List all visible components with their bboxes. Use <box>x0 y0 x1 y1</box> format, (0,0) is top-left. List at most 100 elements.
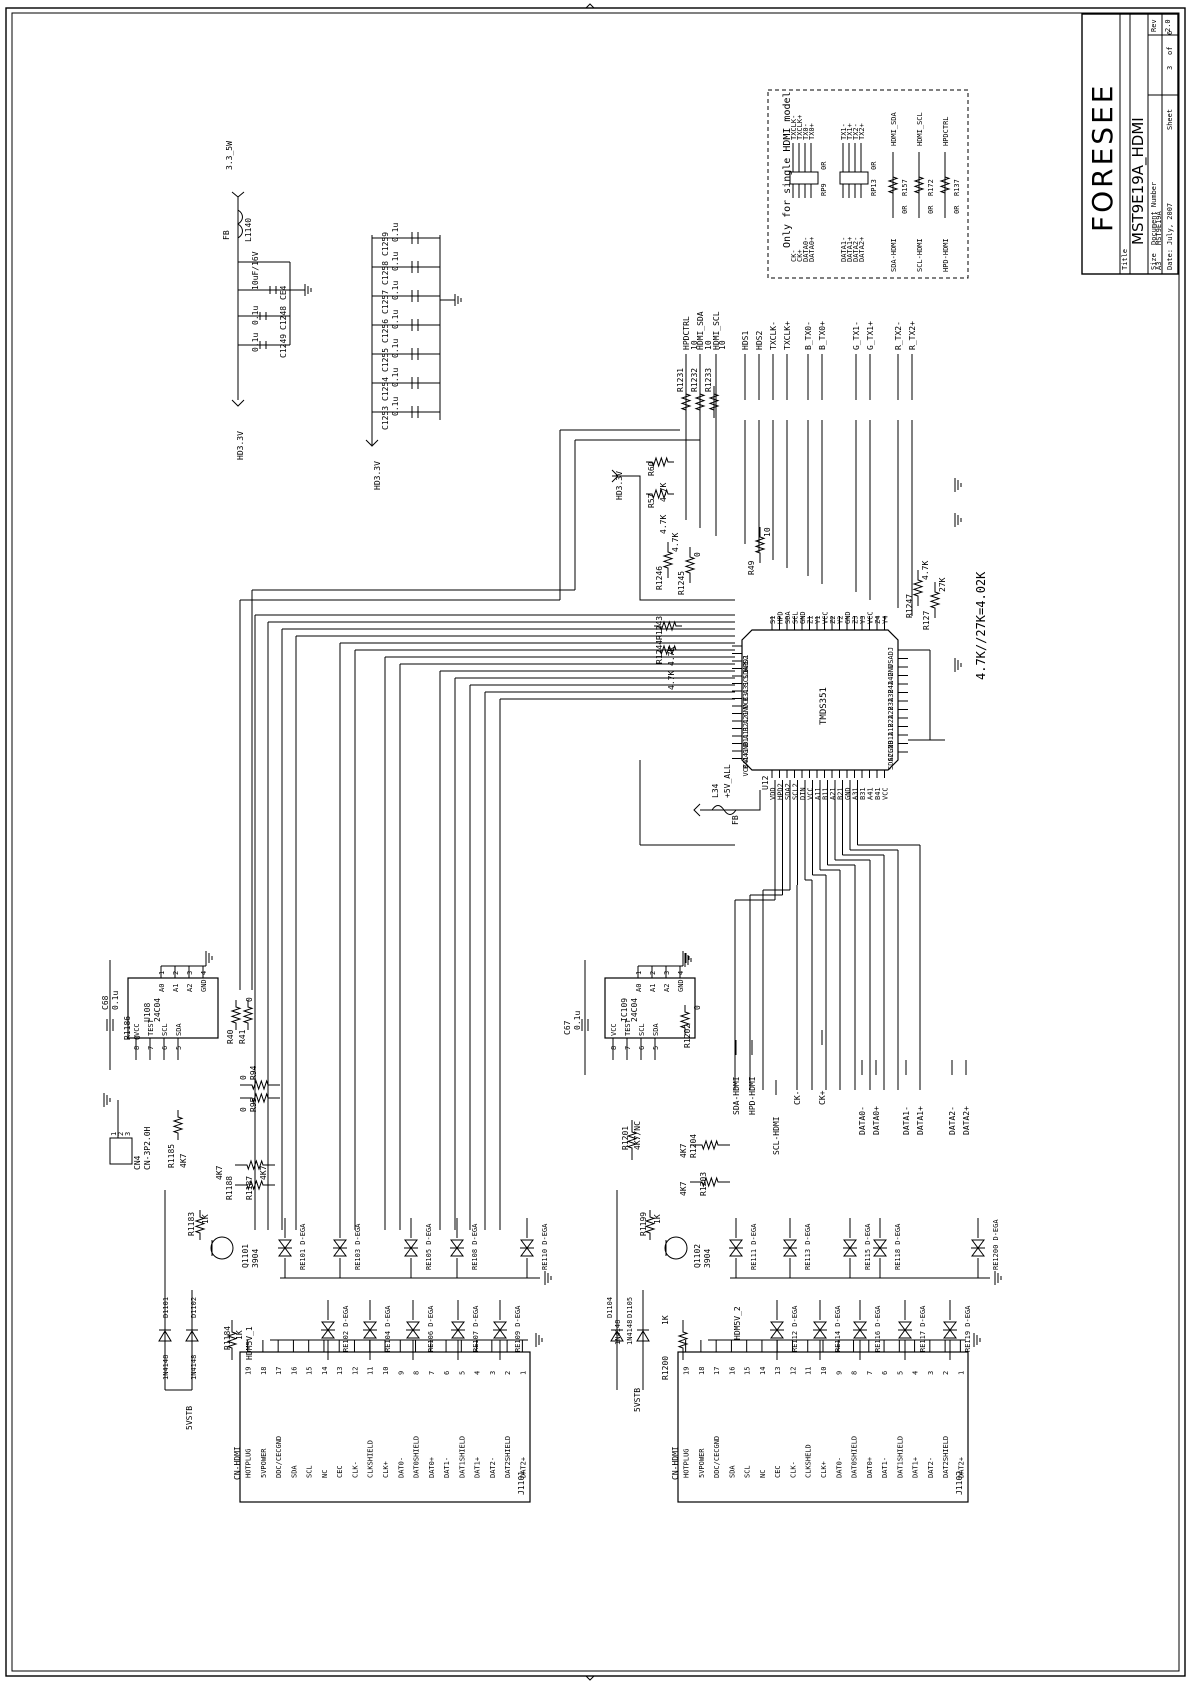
sw-out-net-4: HDS2 <box>755 331 764 350</box>
p1-esd-tvs-3 <box>450 1239 464 1257</box>
p1-r1188-value-wrap: 4K7 <box>215 1165 224 1180</box>
p1-pins-name-5-wrap: NC <box>321 1470 329 1478</box>
p2-r1203-name-wrap: R1203 <box>699 1172 708 1196</box>
p1-r1183-name: R1183 <box>187 1212 196 1236</box>
p1-eeprom-pin-bot-3: SDA <box>175 1023 183 1036</box>
d1102-part: 1N4148 <box>190 1355 198 1380</box>
p2-pins-name-17-wrap: DAT2SHIELD <box>942 1436 950 1478</box>
p1-pins-name-11-wrap: DAT0SHIELD <box>413 1436 421 1478</box>
sw-out-net-6: TXCLK+ <box>783 321 792 350</box>
note-right-net-6-wrap: TX2- <box>852 123 860 140</box>
sw-out-net-2-wrap: HDMI_SCL <box>712 311 721 350</box>
switch-ref: U12 <box>761 775 770 790</box>
p1-esd-label-3: RE108 D-EGA <box>471 1223 479 1270</box>
p1-r95-name-wrap: R95 <box>249 1097 258 1112</box>
p1-r1184-value: 1K <box>235 1330 244 1340</box>
p1-cap-plates <box>106 1019 114 1031</box>
sw-pull-name-6: R1244 <box>655 640 664 664</box>
sw-right-pin-3-wrap: B42 <box>887 681 895 694</box>
p2-rail-wrap: 5VSTB <box>633 1388 642 1412</box>
p1-pins-num-14-wrap: 5 <box>458 1371 466 1375</box>
p1-eeprom-num-top-3-wrap: 4 <box>200 971 208 975</box>
p1-pins-name-16: DAT2- <box>489 1457 497 1478</box>
sw-top-pin-1: HPD <box>777 611 785 624</box>
d1101-ref: D1101 <box>162 1297 170 1318</box>
p1-eeprom-pin-bot-2-wrap: SCL <box>161 1023 169 1036</box>
p2-net-7-wrap: DATA1- <box>902 1106 911 1135</box>
p1-r95-value-wrap: 0 <box>239 1107 248 1112</box>
decap-name-4-wrap: C1257 <box>381 290 390 314</box>
p2-r1203 <box>690 1176 730 1188</box>
p2-hdmi5v-wrap: HDM5V_2 <box>733 1306 742 1340</box>
p1-pins-num-12: 7 <box>428 1371 436 1375</box>
decap-value-4: 0.1u <box>391 281 400 300</box>
p2-esd-label-2-wrap: RE115 D-EGA <box>864 1223 872 1270</box>
p2-net-2: HPD-HDMI <box>748 1076 757 1115</box>
note-res-value-0: 0R <box>901 205 909 214</box>
note-left-net-6-wrap: DATA2- <box>852 237 860 262</box>
p2-esd-label-8: RE117 D-EGA <box>919 1305 927 1352</box>
sw-bottom-pin-12: B31 <box>859 787 867 800</box>
p2-esd-label-0-wrap: RE111 D-EGA <box>750 1223 758 1270</box>
p2-r1199-name: R1199 <box>639 1212 648 1236</box>
p2-esd-label-9: RE119 D-EGA <box>964 1305 972 1352</box>
p1-pins-name-7: CLK- <box>351 1461 359 1478</box>
p1-pins-name-3: SDA <box>290 1465 298 1478</box>
p1-pins-gnd <box>535 1333 543 1347</box>
p1-pins-num-6: 13 <box>336 1367 344 1375</box>
p2-r1199-value: 1K <box>653 1214 662 1224</box>
sw-bottom-pin-15-wrap: VCC <box>882 787 890 800</box>
sw-top-pin-3: SCL <box>792 611 800 624</box>
sheet-title: MST9E19A_HDMI <box>1129 117 1148 245</box>
p1-pins-name-9: CLK+ <box>382 1461 390 1478</box>
p2-pins-num-8: 11 <box>805 1367 813 1375</box>
sw-left-pin-7: GND <box>742 704 750 717</box>
sw-pull-name-0: R60 <box>647 461 656 476</box>
note-left-net-3-wrap: DATA0+ <box>808 237 816 262</box>
sw-right-pin-4-wrap: A32 <box>887 689 895 702</box>
sw-left-pin-3-wrap: SCL1 <box>742 670 750 687</box>
p2-r1203-value: 4K7 <box>679 1181 688 1196</box>
sw-right-pin-8-wrap: A12 <box>887 723 895 736</box>
q1102-ref-wrap: Q1102 <box>693 1244 702 1268</box>
d1105-ref: D1105 <box>626 1297 634 1318</box>
p1-esd-tvs-6 <box>363 1321 377 1339</box>
sw-bottom-pin-13-wrap: A41 <box>867 787 875 800</box>
cn4-pin-2-wrap: 3 <box>124 1132 132 1136</box>
d1101-part-wrap: 1N4148 <box>162 1355 170 1380</box>
p1-cap-value-wrap: 0.1u <box>111 991 120 1010</box>
p1-r95-name: R95 <box>249 1097 258 1112</box>
note-res-value-1-wrap: 0R <box>927 205 935 214</box>
note-res-left-1: SCL-HDMI <box>916 238 924 272</box>
p1-esd-tvs-0 <box>278 1239 292 1257</box>
j1102-connector: CN-HDMI <box>671 1446 680 1480</box>
p2-eeprom-num-top-0: 1 <box>635 971 643 975</box>
p1-eeprom-part-wrap: 24C04 <box>153 998 162 1022</box>
sw-top-pin-11: Z3 <box>852 616 860 624</box>
p2-pins-num-18-wrap: 1 <box>957 1371 965 1375</box>
p2-eeprom-pin-top-1-wrap: A1 <box>649 984 657 992</box>
p1-pins-num-14: 5 <box>458 1371 466 1375</box>
decap-name-1: C1254 <box>381 377 390 401</box>
q1101-part: 3904 <box>251 1249 260 1268</box>
note-left-net-0-wrap: CK- <box>790 249 798 262</box>
p1-pins-name-15: DAT1+ <box>474 1457 482 1478</box>
p1-eeprom-pin-top-0: A0 <box>158 984 166 992</box>
note-res-left-2: HPD-HDMI <box>942 238 950 272</box>
p1-pins-num-9-wrap: 10 <box>382 1367 390 1375</box>
sw-top-pin-7-wrap: VCC <box>822 611 830 624</box>
p1-pins-num-4-wrap: 15 <box>306 1367 314 1375</box>
p1-r94-name: R94 <box>249 1065 258 1080</box>
p2-pins-name-18: DAT2+ <box>957 1457 965 1478</box>
decap-plates-4 <box>411 290 419 302</box>
p2-pins-name-4: SCL <box>744 1465 752 1478</box>
p1-eeprom-num-bot-2-wrap: 6 <box>161 1046 169 1050</box>
p2-eeprom-num-bot-1-wrap: 7 <box>624 1046 632 1050</box>
note-right-net-2: TX0- <box>802 123 810 140</box>
p2-r1204-name-wrap: R1204 <box>689 1134 698 1158</box>
p2-r1202-name: R1202 <box>683 1024 692 1048</box>
sw-right-pin-9: B12 <box>887 732 895 745</box>
d1102-ref: D1102 <box>190 1297 198 1318</box>
p2-net-3-wrap: CK- <box>793 1091 802 1105</box>
